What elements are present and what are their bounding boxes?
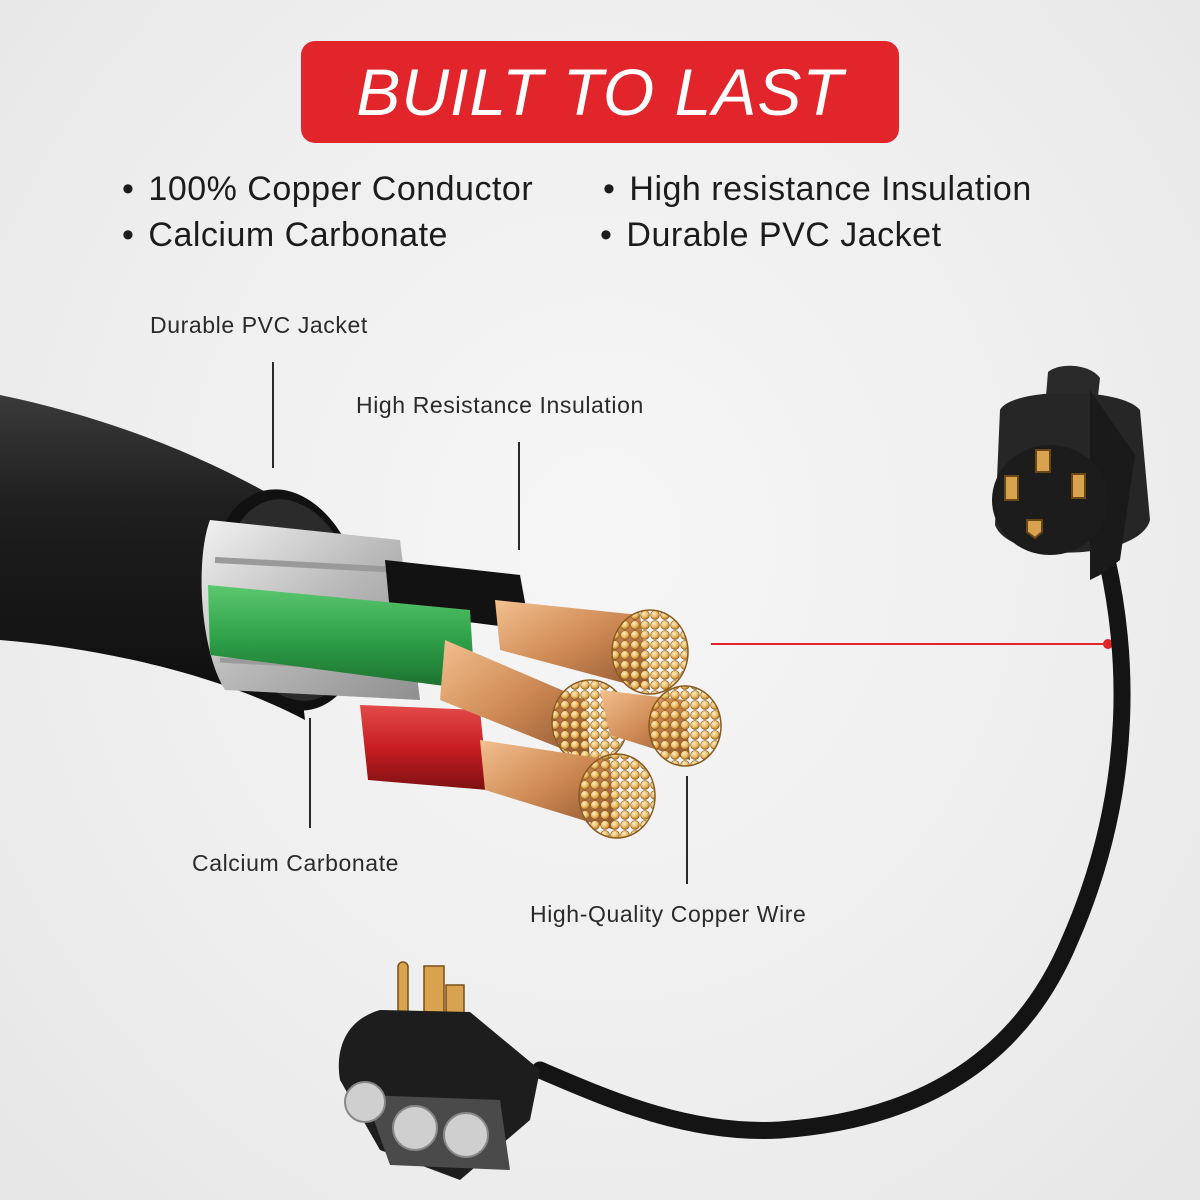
callout-jacket: Durable PVC Jacket xyxy=(150,312,368,338)
banner-title: BUILT TO LAST xyxy=(356,55,844,129)
plug-connector xyxy=(338,961,540,1180)
green-wire-insulation xyxy=(208,585,475,690)
red-wire-insulation xyxy=(360,705,488,790)
receptacle-connector xyxy=(992,365,1150,580)
feature-insulation: • High resistance Insulation xyxy=(603,170,1032,209)
feature-label: 100% Copper Conductor xyxy=(148,170,534,208)
bullet-icon: • xyxy=(122,170,135,208)
callout-insulation: High Resistance Insulation xyxy=(356,392,644,418)
feature-pvc-jacket: • Durable PVC Jacket xyxy=(600,216,942,255)
feature-copper-conductor: • 100% Copper Conductor xyxy=(122,170,533,209)
callout-copper-wire: High-Quality Copper Wire xyxy=(530,901,807,927)
title-banner: BUILT TO LAST xyxy=(301,41,899,143)
feature-label: High resistance Insulation xyxy=(629,170,1032,208)
feature-label: Calcium Carbonate xyxy=(148,216,448,254)
pointer-dot xyxy=(1103,639,1113,649)
feature-calcium-carbonate: • Calcium Carbonate xyxy=(122,216,448,255)
thin-cable xyxy=(531,551,1131,1139)
feature-label: Durable PVC Jacket xyxy=(626,216,942,254)
callout-calcium-carbonate: Calcium Carbonate xyxy=(192,850,400,876)
copper-strands xyxy=(440,600,722,839)
bullet-icon: • xyxy=(122,216,135,254)
bullet-icon: • xyxy=(603,170,616,208)
bullet-icon: • xyxy=(600,216,613,254)
